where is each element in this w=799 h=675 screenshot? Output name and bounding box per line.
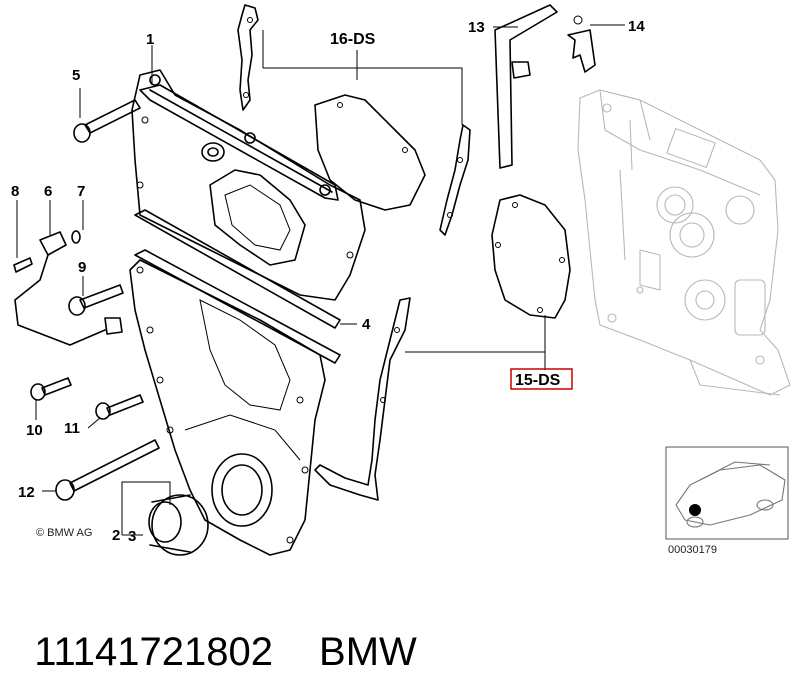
part-number: 11141721802 — [34, 630, 274, 674]
gasket-strip-4 — [134, 209, 341, 364]
bolt-9 — [68, 284, 124, 316]
callout-11: 11 — [64, 420, 80, 437]
bolt-10 — [30, 377, 72, 401]
bolt-12 — [55, 439, 160, 501]
exploded-parts-diagram: 1 5 8 6 7 9 4 10 11 12 2 3 13 14 16-DS 1… — [11, 4, 791, 556]
callout-14: 14 — [628, 18, 645, 35]
upper-gasket-strip — [139, 84, 339, 201]
lower-timing-cover — [129, 259, 326, 556]
callout-16-ds: 16-DS — [330, 31, 376, 48]
location-marker-dot — [689, 504, 701, 516]
callout-8: 8 — [11, 183, 19, 200]
callout-5: 5 — [72, 67, 80, 84]
copyright-text: © BMW AG — [36, 527, 92, 539]
bolt-8 — [13, 257, 33, 273]
engine-block-ghost — [577, 89, 791, 396]
callout-12: 12 — [18, 484, 35, 501]
gasket-15-ds — [314, 194, 571, 501]
callout-7: 7 — [77, 183, 85, 200]
callout-2: 2 — [112, 527, 120, 544]
callout-10: 10 — [26, 422, 43, 439]
brand-name: BMW — [319, 630, 417, 674]
callout-1: 1 — [146, 31, 154, 48]
bolt-11 — [95, 394, 144, 420]
sensor-6 — [14, 231, 123, 346]
upper-timing-cover — [131, 69, 366, 301]
gasket-16-ds — [237, 4, 471, 236]
vehicle-location-inset: 00030179 — [665, 446, 789, 556]
washer-7 — [71, 230, 81, 244]
seal-ring-3 — [148, 494, 209, 556]
part-13-strip — [494, 4, 558, 169]
part-number-footer: 11141721802 BMW — [12, 585, 463, 675]
callout-15-ds-highlight-box — [510, 368, 573, 390]
callout-4: 4 — [362, 316, 371, 333]
inset-code: 00030179 — [668, 544, 717, 556]
callout-labels: 1 5 8 6 7 9 4 10 11 12 2 3 13 14 16-DS 1… — [11, 18, 645, 545]
bolt-5 — [73, 99, 141, 143]
callout-9: 9 — [78, 259, 86, 276]
callout-15-ds: 15-DS — [515, 372, 561, 389]
callout-6: 6 — [44, 183, 52, 200]
callout-13: 13 — [468, 19, 485, 36]
leader-lines — [16, 24, 625, 536]
part-14-clip — [567, 15, 596, 73]
callout-3: 3 — [128, 528, 136, 545]
